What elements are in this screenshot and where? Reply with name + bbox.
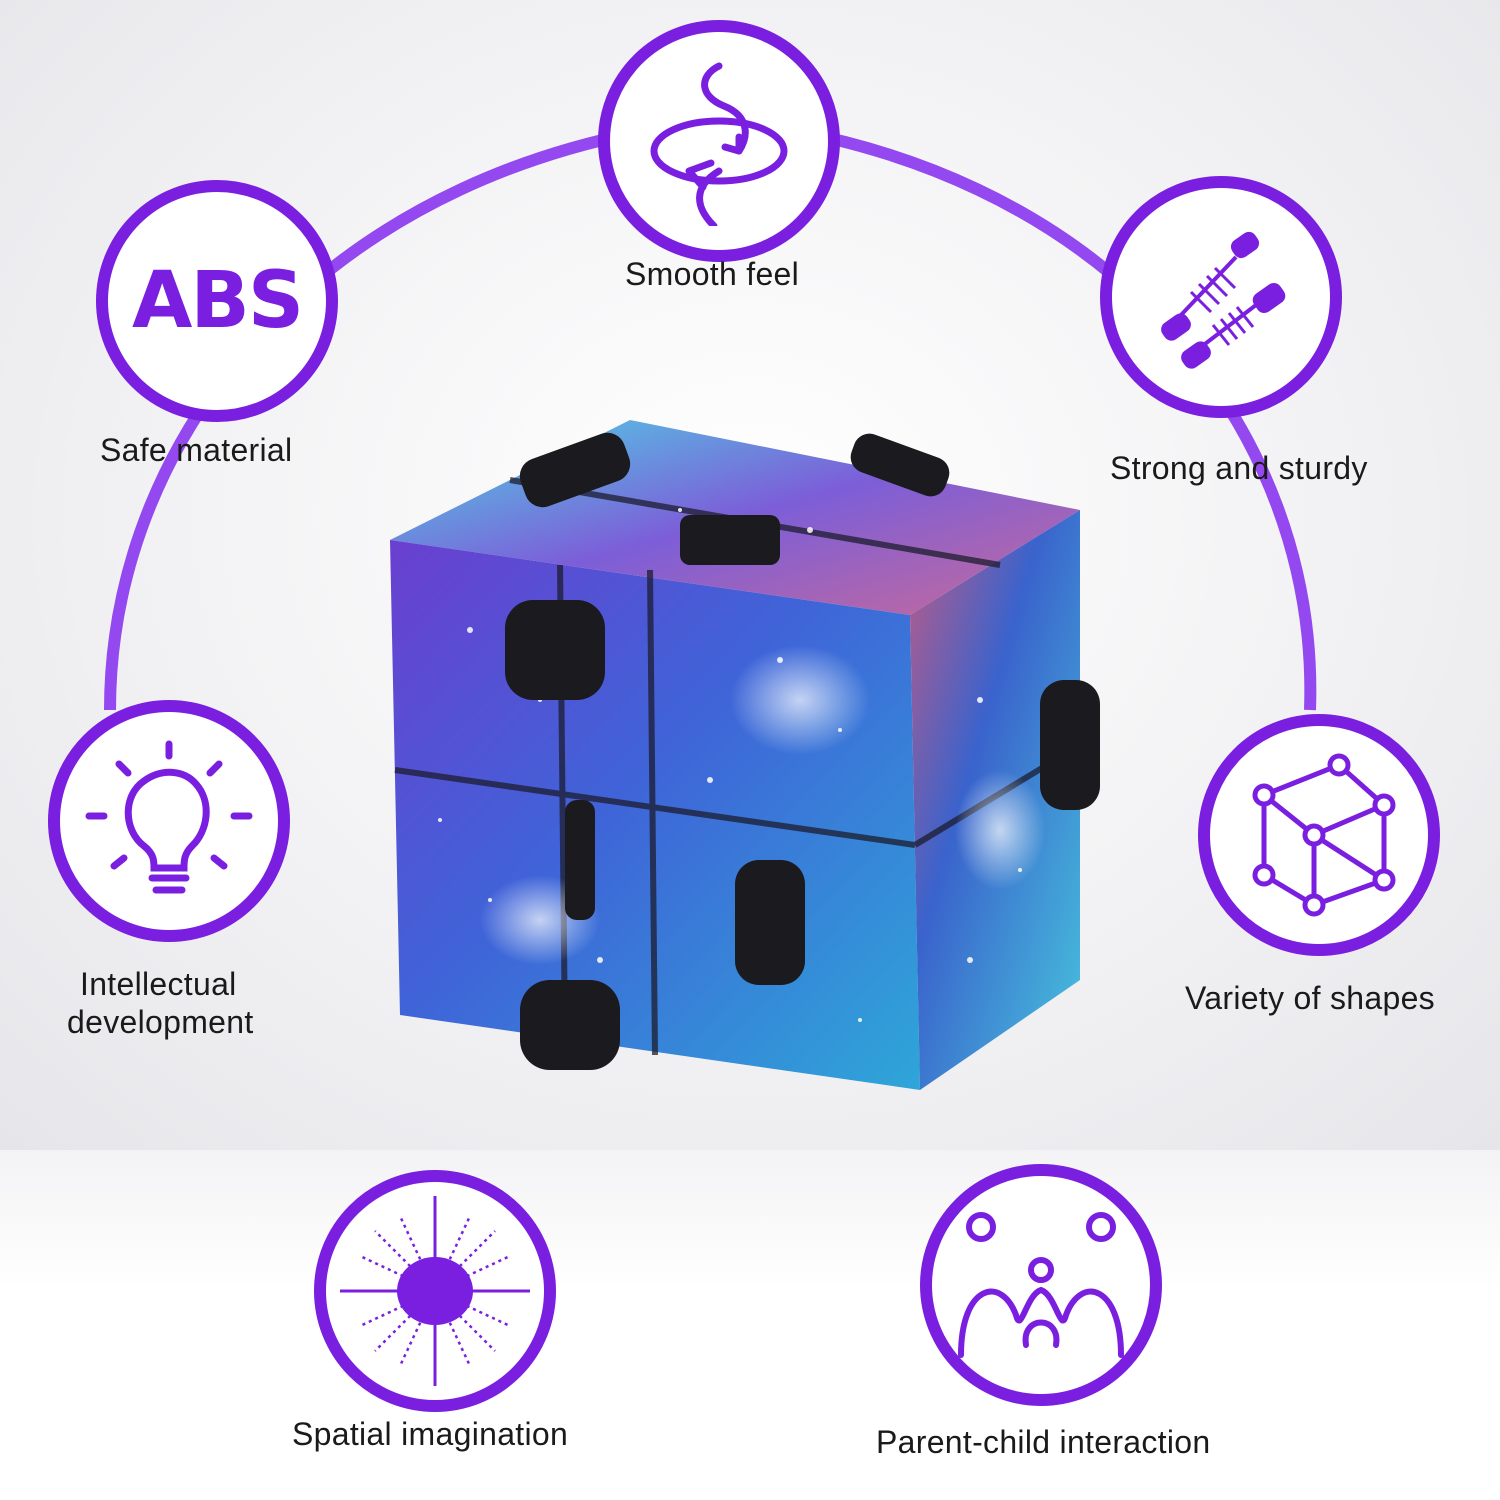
lightbulb-icon — [85, 740, 253, 894]
abs-badge-icon: ABS — [132, 256, 304, 346]
safe-material-badge: ABS — [96, 180, 338, 422]
intellectual-development-badge — [48, 700, 290, 942]
brain-burst-icon — [340, 1196, 530, 1386]
hinge — [519, 432, 631, 508]
hinge — [735, 860, 805, 985]
smooth-feel-badge — [598, 20, 840, 262]
hinge — [850, 433, 950, 497]
rotate-arrows-icon — [650, 62, 788, 226]
hinge — [565, 800, 595, 920]
spatial-imagination-label: Spatial imagination — [292, 1416, 569, 1452]
hinge — [1040, 680, 1100, 810]
intellectual-development-label-line1: Intellectual — [80, 966, 237, 1002]
cube-network-icon — [1252, 753, 1396, 917]
hinge — [680, 515, 780, 565]
strong-sturdy-label: Strong and sturdy — [1110, 450, 1368, 486]
hinge — [505, 600, 605, 700]
variety-shapes-label: Variety of shapes — [1185, 980, 1435, 1016]
floor-reflection — [0, 1150, 1500, 1500]
hinge — [520, 980, 620, 1070]
smooth-feel-label: Smooth feel — [625, 256, 800, 292]
strong-sturdy-badge — [1100, 176, 1342, 418]
safe-material-label: Safe material — [100, 432, 293, 468]
parent-child-label: Parent-child interaction — [876, 1424, 1211, 1460]
galaxy-infinity-cube — [390, 420, 1100, 1090]
variety-shapes-badge — [1198, 714, 1440, 956]
family-icon — [958, 1212, 1124, 1358]
spatial-imagination-badge — [314, 1170, 556, 1412]
spring-tools-icon — [1161, 231, 1286, 369]
intellectual-development-label-line2: development — [67, 1004, 254, 1040]
parent-child-badge — [920, 1164, 1162, 1406]
